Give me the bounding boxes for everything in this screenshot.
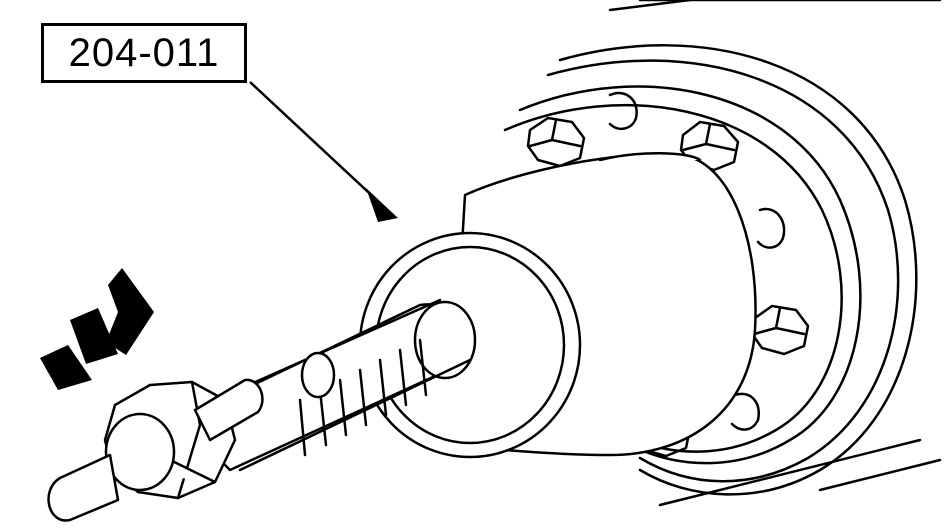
wheel-stud-nut — [526, 116, 586, 168]
callout-leader — [249, 81, 398, 222]
drive-handle — [47, 378, 264, 522]
leader-arrowhead — [366, 188, 398, 222]
brake-disc — [503, 0, 942, 507]
forcing-screw — [178, 298, 477, 472]
tool-number-label: 204-011 — [41, 23, 247, 83]
wheel-stud-nut — [750, 304, 810, 356]
rotation-arrows-icon — [40, 268, 154, 390]
stud-hole — [608, 91, 786, 431]
